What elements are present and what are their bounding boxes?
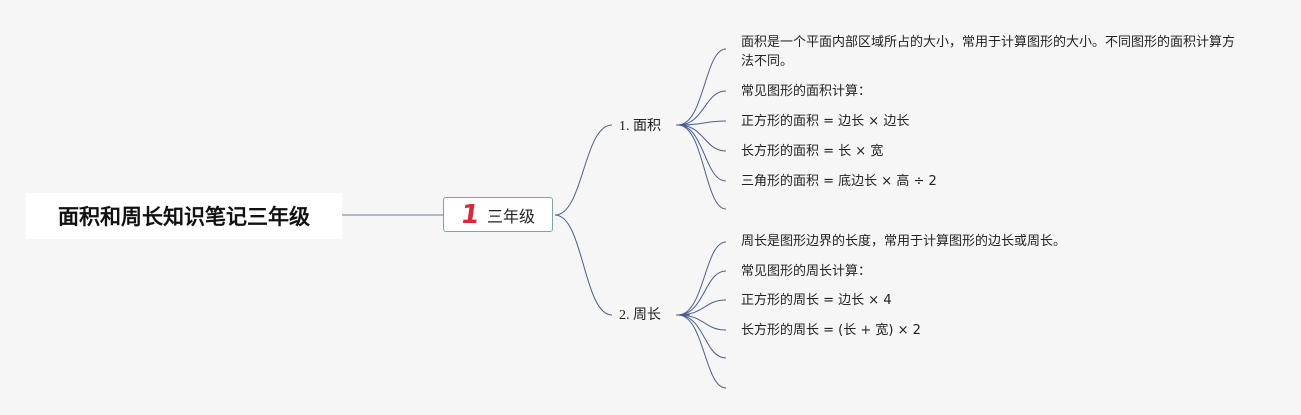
perimeter-common-heading[interactable]: 常见图形的周长计算： <box>741 264 872 279</box>
leaf-connector-1-5 <box>677 124 727 182</box>
grade-label: 三年级 <box>487 206 536 226</box>
branch-connector-2 <box>554 214 613 316</box>
red-number-one-icon: 1 <box>458 199 482 230</box>
leaf-connector-2-5 <box>677 314 727 359</box>
grade-topic[interactable]: 1 三年级 <box>443 197 553 232</box>
area-common-heading[interactable]: 常见图形的面积计算： <box>741 84 872 99</box>
perimeter-square-formula[interactable]: 正方形的周长 = 边长 × 4 <box>741 293 892 308</box>
area-rectangle-formula[interactable]: 长方形的面积 = 长 × 宽 <box>741 144 884 159</box>
area-triangle-formula[interactable]: 三角形的面积 = 底边长 × 高 ÷ 2 <box>741 174 937 189</box>
perimeter-rectangle-formula[interactable]: 长方形的周长 = (长 + 宽) × 2 <box>741 323 921 338</box>
perimeter-definition[interactable]: 周长是图形边界的长度，常用于计算图形的边长或周长。 <box>741 234 1067 249</box>
leaf-connector-1-3 <box>677 120 727 126</box>
root-topic[interactable]: 面积和周长知识笔记三年级 <box>26 193 342 239</box>
area-definition[interactable]: 面积是一个平面内部区域所占的大小，常用于计算图形的大小。不同图形的面积计算方法不… <box>741 35 1236 69</box>
root-title: 面积和周长知识笔记三年级 <box>58 205 310 229</box>
leaf-connector-2-1 <box>677 241 727 316</box>
leaf-connector-1-1 <box>677 48 727 126</box>
leaf-connector-1-2 <box>677 90 727 126</box>
area-square-formula[interactable]: 正方形的面积 = 边长 × 边长 <box>741 114 910 129</box>
branch-area[interactable]: 1. 面积 <box>619 119 661 134</box>
leaf-connector-2-6 <box>677 314 727 389</box>
leaf-connector-2-2 <box>677 270 727 316</box>
branch-perimeter[interactable]: 2. 周长 <box>619 308 661 323</box>
leaf-connector-1-4 <box>677 124 727 152</box>
leaf-connector-1-6 <box>677 124 727 210</box>
branch-connector-1 <box>554 124 613 216</box>
leaf-connector-2-3 <box>677 299 727 316</box>
